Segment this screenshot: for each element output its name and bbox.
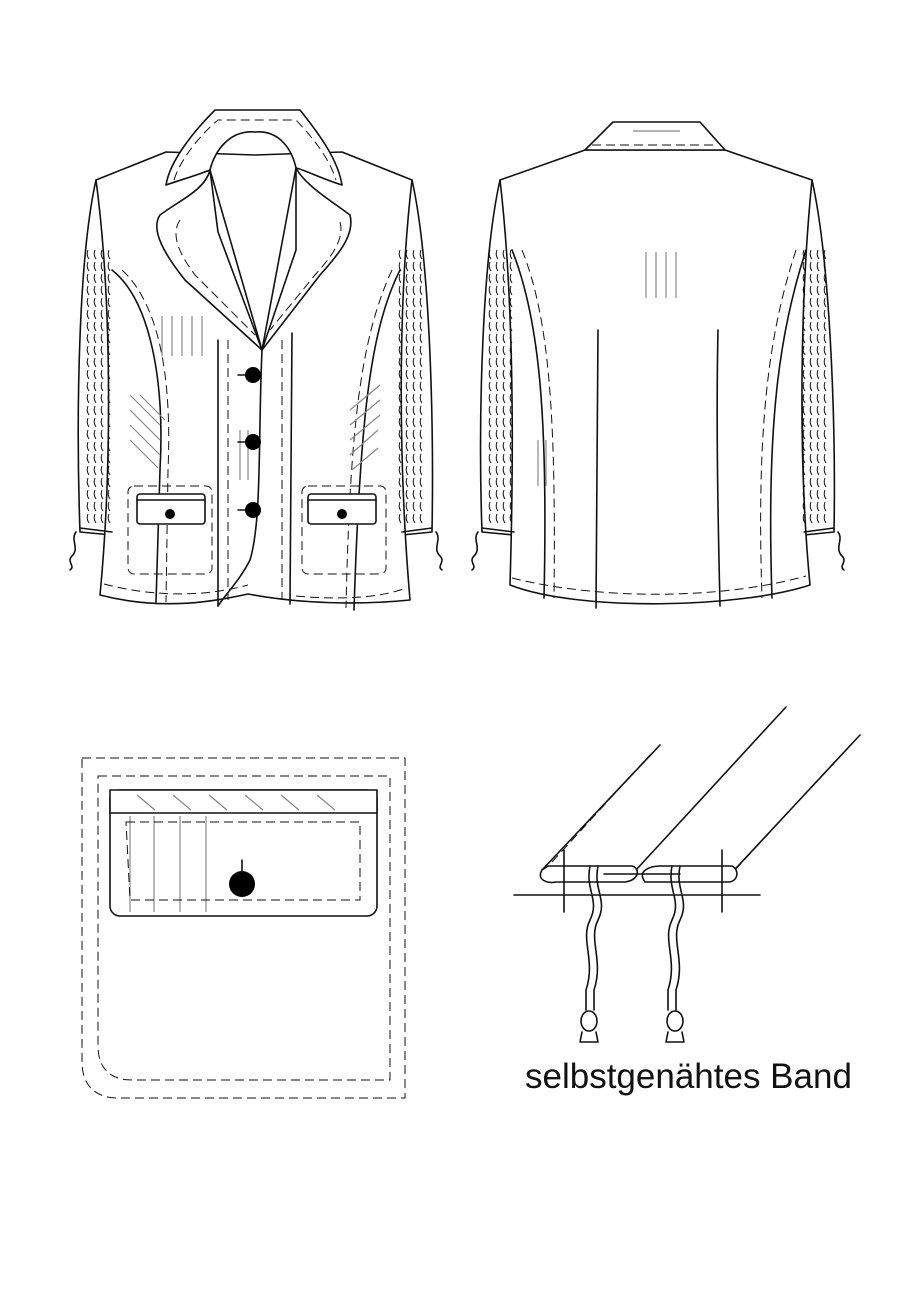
- band-knot-right: [666, 1010, 684, 1032]
- jacket-back-view: [471, 121, 845, 609]
- band-detail: selbstgenähtes Band: [513, 706, 861, 1096]
- pocket-flap-band: [109, 789, 378, 814]
- pocket-inner-stitching: [97, 775, 391, 1081]
- front-left-lapel: [156, 169, 263, 351]
- pocket-button: [229, 871, 255, 897]
- pocket-detail: [81, 757, 406, 1099]
- front-right-lapel: [261, 167, 352, 351]
- band-caption: selbstgenähtes Band: [525, 1057, 852, 1096]
- band-knot-left: [580, 1010, 598, 1032]
- back-body-outline: [499, 149, 813, 605]
- front-collar: [165, 109, 343, 186]
- front-button-3: [245, 502, 261, 518]
- front-button-2: [245, 434, 261, 450]
- jacket-front-view: [69, 109, 443, 611]
- pocket-outer-stitching: [81, 757, 406, 1099]
- front-left-pocket-flap: [136, 493, 206, 525]
- back-collar: [584, 121, 726, 151]
- front-button-1: [245, 367, 261, 383]
